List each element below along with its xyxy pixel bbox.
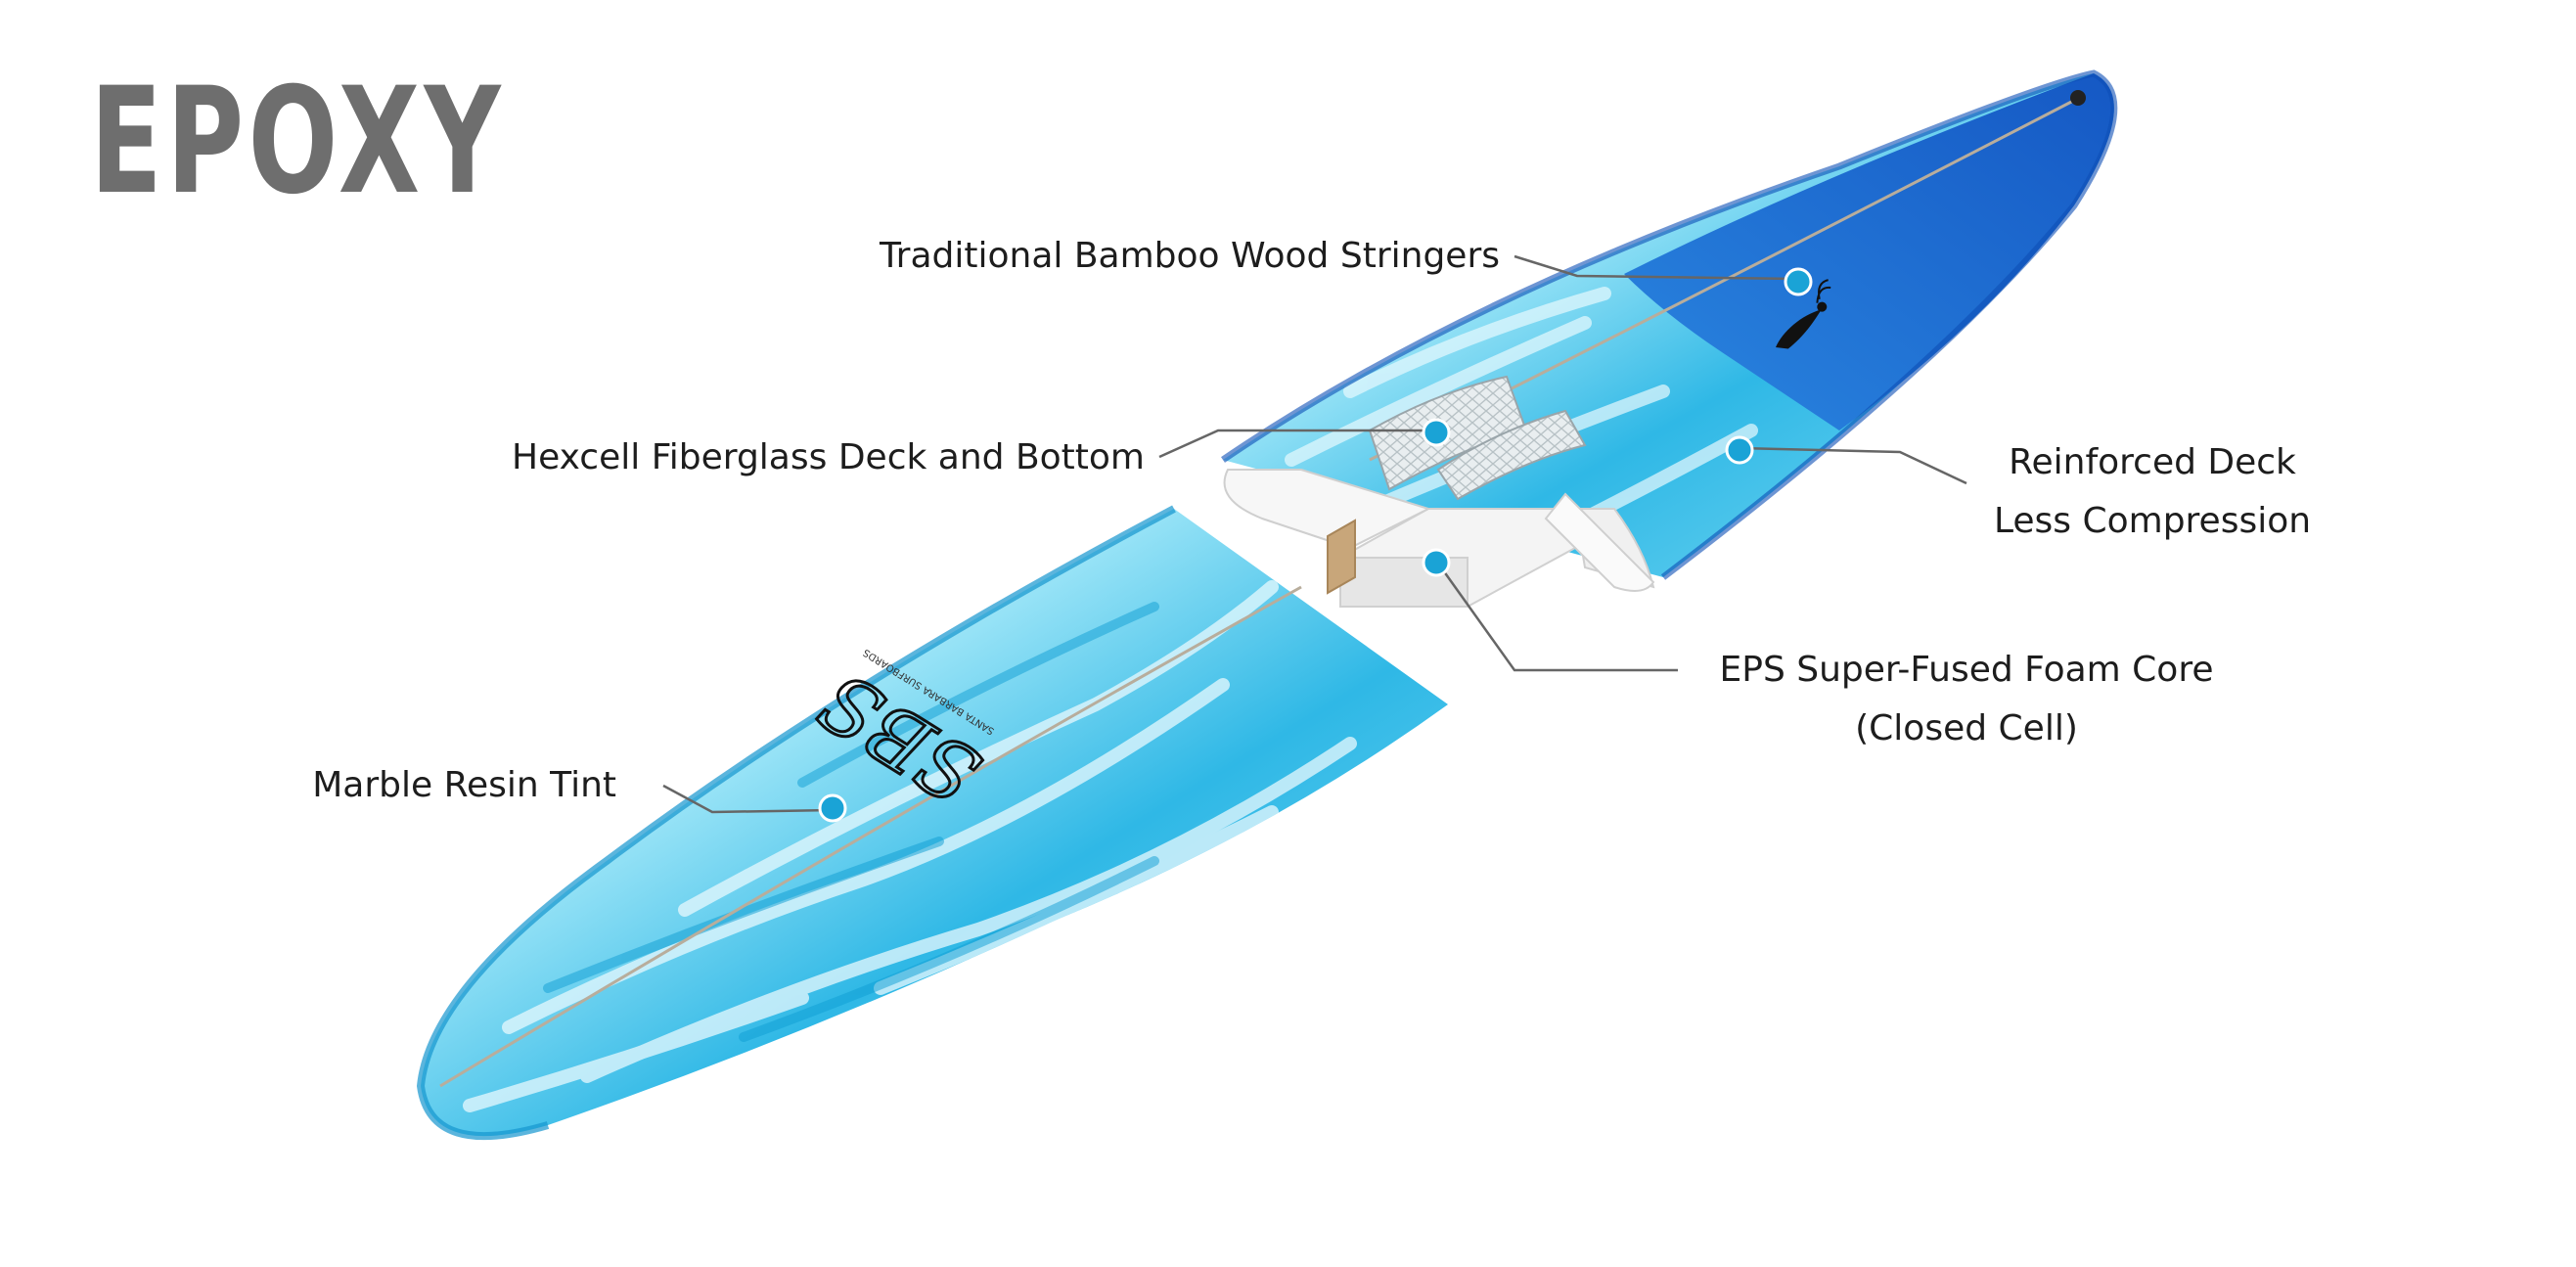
label-hexcell: Hexcell Fiberglass Deck and Bottom bbox=[512, 437, 1145, 477]
callout-leaders bbox=[662, 254, 1967, 814]
label-stringers: Traditional Bamboo Wood Stringers bbox=[879, 236, 1500, 276]
wood-stringer-block bbox=[1327, 519, 1356, 595]
dot-eps bbox=[1422, 548, 1451, 577]
leader-reinforced bbox=[1739, 446, 1967, 485]
page-title: EPOXY bbox=[90, 57, 505, 227]
hexcell-layer-bottom bbox=[1436, 409, 1587, 501]
label-marble: Marble Resin Tint bbox=[312, 765, 616, 805]
board-tail-section bbox=[416, 505, 1448, 1141]
dot-hexcell bbox=[1422, 418, 1451, 447]
leader-marble bbox=[662, 784, 834, 814]
callout-dots bbox=[818, 267, 1813, 823]
nose-plug-icon bbox=[2070, 90, 2086, 106]
leader-hexcell bbox=[1158, 429, 1436, 459]
foam-core-cutaway bbox=[1223, 375, 1655, 608]
leader-eps bbox=[1434, 560, 1678, 672]
label-eps: EPS Super-Fused Foam Core (Closed Cell) bbox=[1719, 650, 2214, 748]
dot-marble bbox=[818, 793, 847, 823]
dot-stringers bbox=[1784, 267, 1813, 296]
leader-stringers bbox=[1514, 254, 1799, 281]
label-reinforced: Reinforced Deck Less Compression bbox=[1993, 442, 2312, 541]
mermaid-logo-icon bbox=[1776, 279, 1831, 349]
dot-reinforced bbox=[1725, 435, 1754, 465]
